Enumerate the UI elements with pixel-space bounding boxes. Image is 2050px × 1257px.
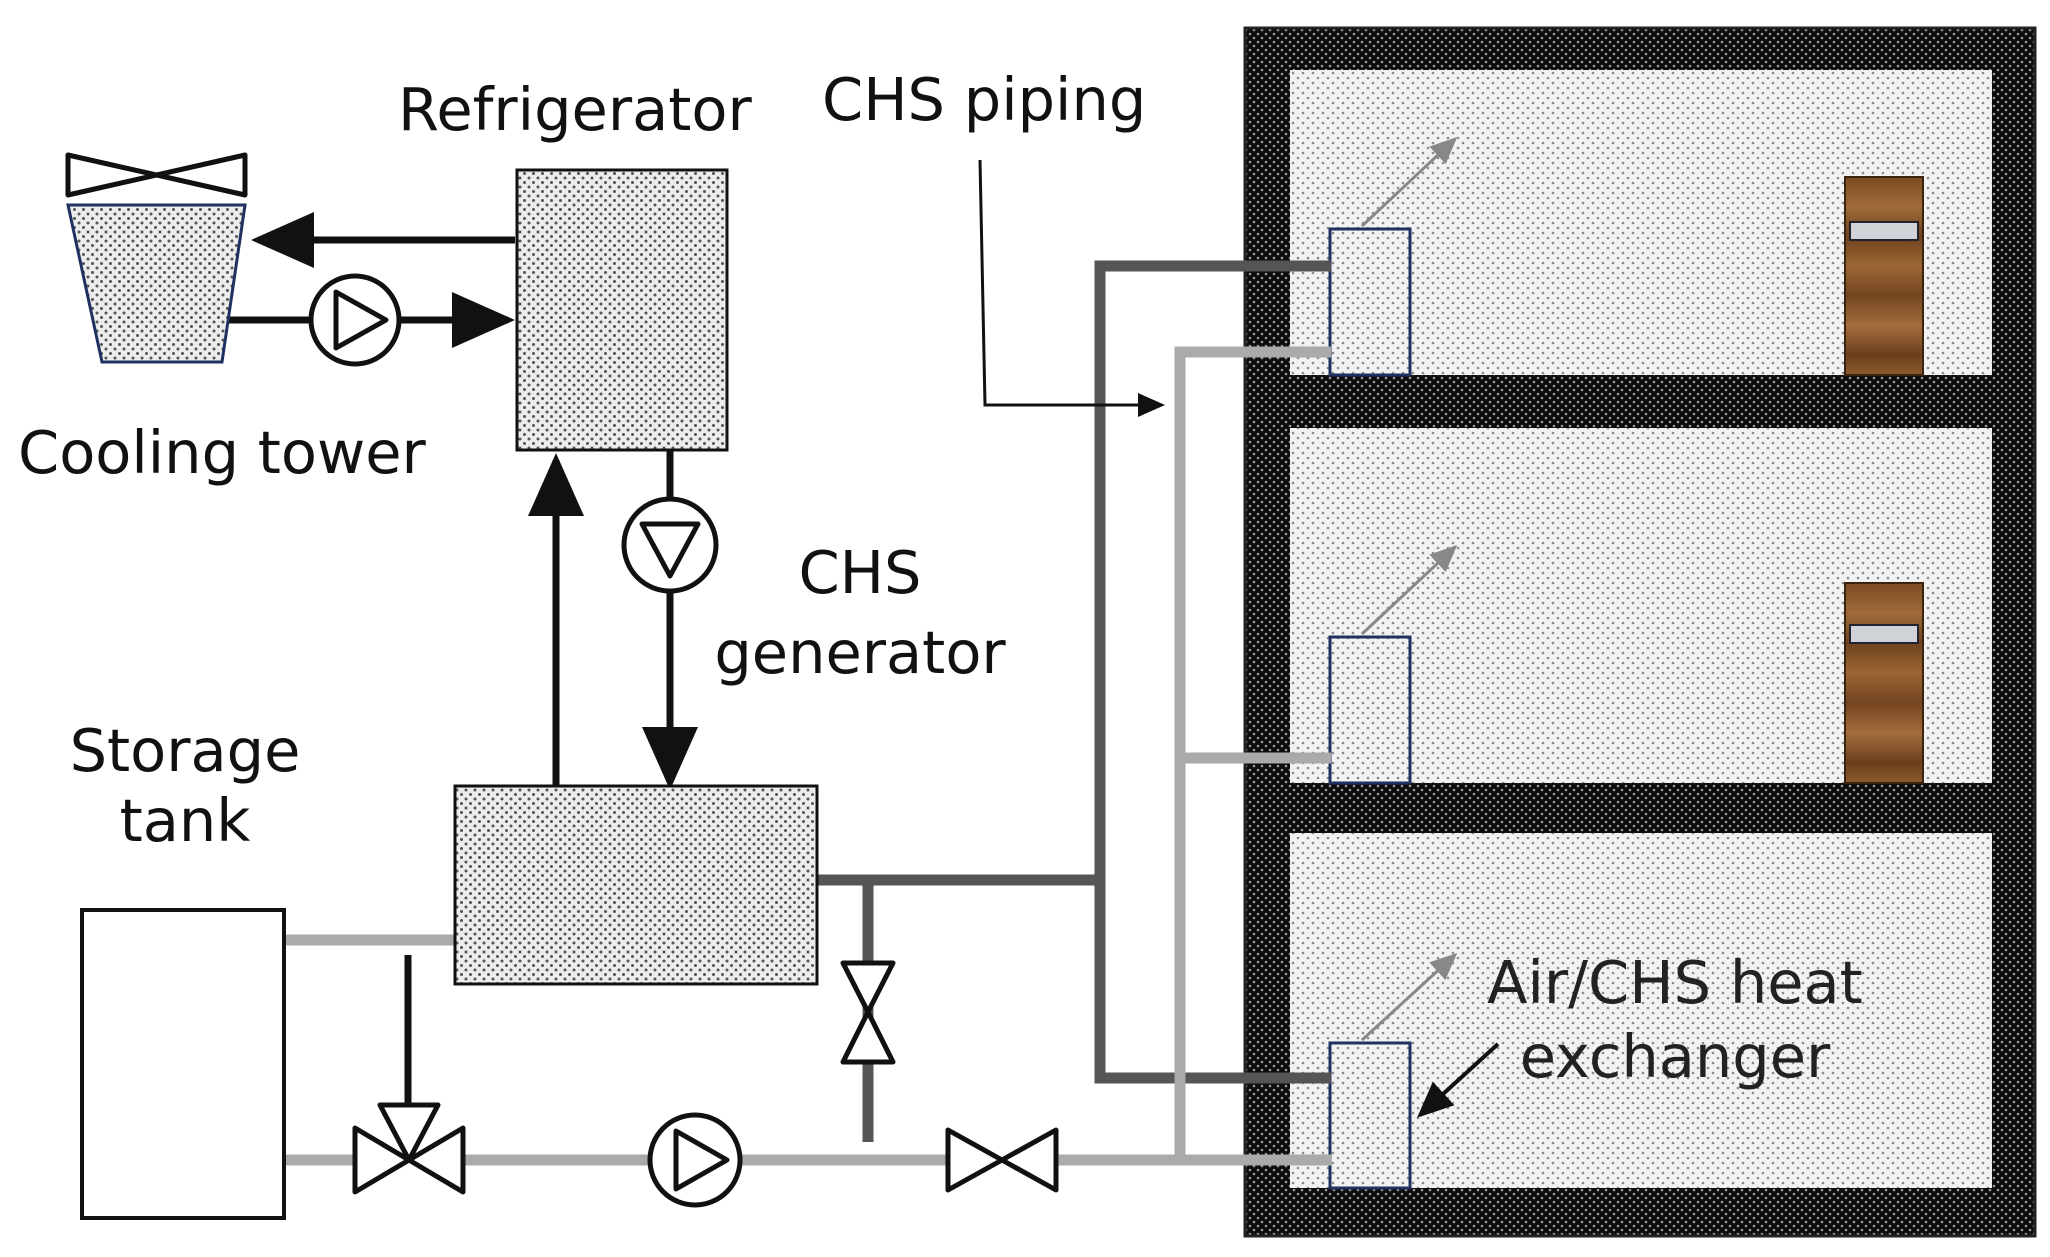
chs-piping-label: CHS piping <box>822 65 1147 134</box>
heat-exchanger-top <box>1328 227 1412 377</box>
heat-exchanger-pointer <box>1417 1042 1500 1118</box>
heat-exchanger-label-line2: exchanger <box>1519 1022 1831 1092</box>
heat-exchanger-label-line1: Air/CHS heat <box>1487 948 1863 1017</box>
storage-tank-unit <box>80 908 286 1220</box>
three-way-valve-icon <box>352 1102 466 1195</box>
air-arrow-middle <box>1360 544 1458 636</box>
chs-piping-pointer <box>978 159 1165 417</box>
heat-exchanger-label: Air/CHS heat exchanger <box>1470 948 1880 1092</box>
pump-icon-return <box>647 1112 743 1208</box>
storage-tank-label-line1: Storage <box>69 716 301 785</box>
pump-icon-cooling <box>308 273 402 367</box>
pump-icon-refrigerator <box>621 496 719 594</box>
refrigerator-label: Refrigerator <box>398 75 752 144</box>
cooling-tower-label: Cooling tower <box>18 418 426 487</box>
chs-generator-label: CHS generator <box>700 538 1020 688</box>
valve-icon-vertical <box>840 960 896 1065</box>
air-arrow-top <box>1360 136 1458 228</box>
storage-tank-label: Storage tank <box>40 716 330 856</box>
heat-exchanger-bottom <box>1328 1041 1412 1190</box>
chs-generator-label-line2: generator <box>714 618 1006 688</box>
valve-icon-horizontal <box>945 1127 1059 1193</box>
chs-generator-label-line1: CHS <box>798 538 922 607</box>
refrigerator-unit <box>515 168 729 452</box>
chs-generator-unit <box>453 784 819 986</box>
storage-tank-label-line2: tank <box>119 786 251 856</box>
return-pipe-light <box>285 346 1332 1166</box>
fan-icon <box>65 152 248 198</box>
building <box>1243 26 2037 1238</box>
cooling-tower <box>65 152 248 364</box>
heat-exchanger-middle <box>1328 635 1412 785</box>
door-top <box>1844 176 1924 376</box>
air-arrow-bottom <box>1360 952 1458 1042</box>
door-middle <box>1844 582 1924 784</box>
refrigerant-lines <box>222 212 698 1105</box>
